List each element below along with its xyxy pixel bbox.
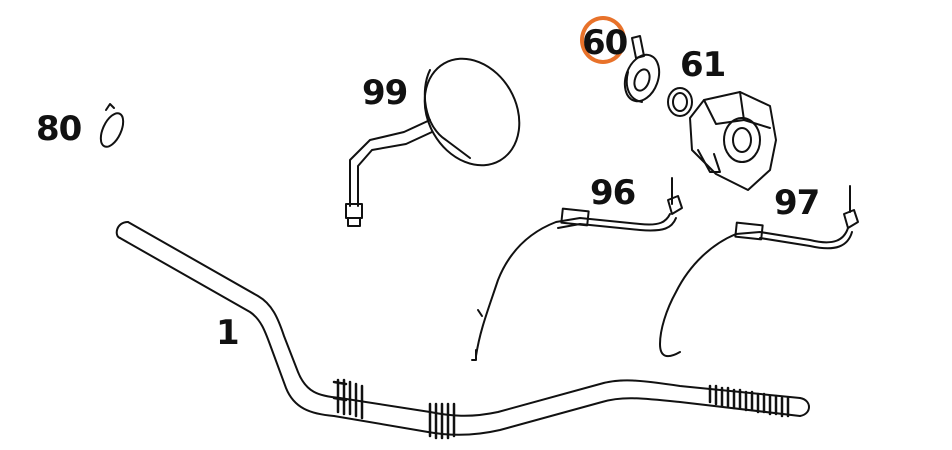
throttle-cable-drawing bbox=[471, 177, 683, 361]
part-label-61[interactable]: 61 bbox=[680, 45, 726, 85]
part-label-96[interactable]: 96 bbox=[590, 173, 636, 213]
throttle-cable-2-drawing bbox=[659, 185, 859, 358]
clip-ring-drawing bbox=[99, 103, 125, 148]
handlebar-drawing bbox=[115, 221, 810, 440]
part-label-97[interactable]: 97 bbox=[774, 183, 820, 223]
clamp-drawing bbox=[623, 35, 661, 103]
part-label-80[interactable]: 80 bbox=[36, 109, 82, 149]
part-label-60[interactable]: 60 bbox=[582, 23, 628, 63]
throttle-housing-drawing bbox=[667, 87, 777, 191]
part-label-99[interactable]: 99 bbox=[362, 73, 408, 113]
mirror-drawing bbox=[345, 57, 521, 227]
part-label-1[interactable]: 1 bbox=[216, 313, 240, 353]
highlight-ring bbox=[580, 16, 626, 64]
